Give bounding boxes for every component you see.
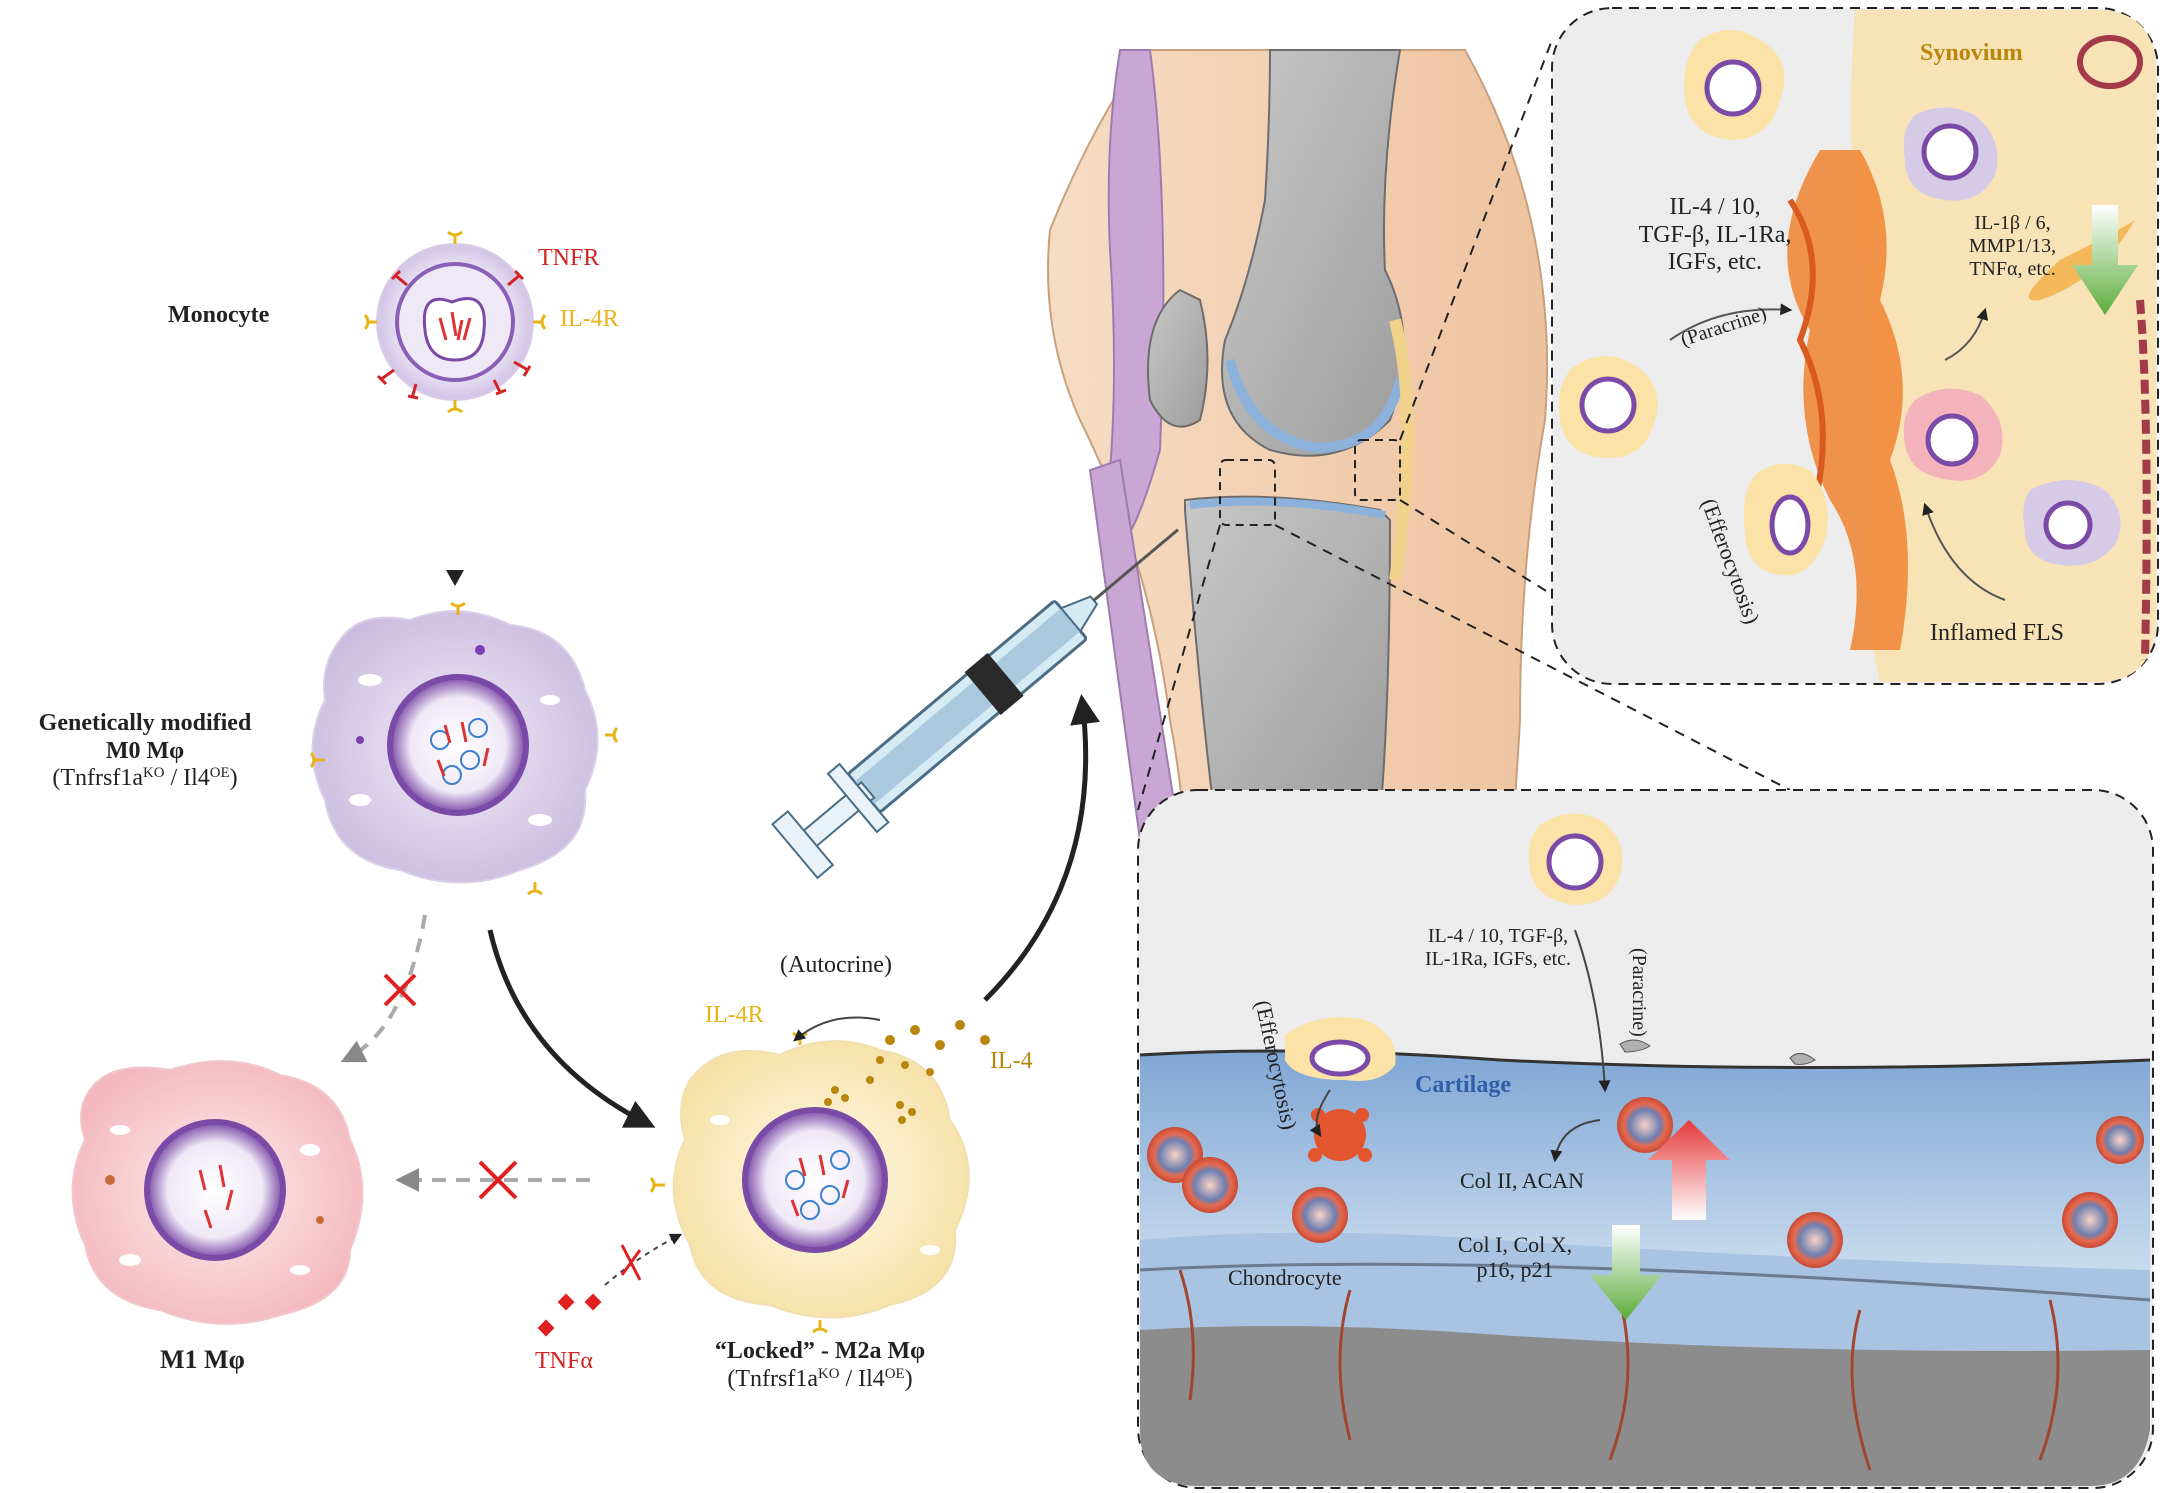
monocyte-label: Monocyte (168, 302, 270, 328)
il4r-label: IL-4R (560, 306, 619, 332)
il4r-receptors (363, 230, 547, 414)
m1-label: M1 Mφ (160, 1345, 245, 1374)
il4-label: IL-4 (990, 1048, 1033, 1074)
synovium-pro-inflammatory-factors: IL-1β / 6, MMP1/13, TNFα, etc. (1968, 212, 2057, 280)
cartilage-paracrine-arrow (1574, 929, 1611, 1093)
cartilage-paracrine-label: (Paracrine) (1628, 948, 1650, 1037)
cartilage-factors: IL-4 / 10, TGF-β, IL-1Ra, IGFs, etc. (1424, 925, 1572, 970)
tnfa-cross (620, 1244, 642, 1281)
col-ii-arrow (1550, 1119, 1601, 1163)
m2a-label: “Locked” - M2a Mφ (Tnfrsf1aKO / Il4OE) (714, 1338, 926, 1392)
synovium-down-arrow (2072, 205, 2138, 315)
synovium-paracrine-arrow (1669, 303, 1793, 341)
cartilage-title: Cartilage (1415, 1072, 1511, 1098)
m0-il4r-receptors (309, 601, 619, 896)
tnfr-label: TNFR (538, 245, 600, 271)
apoptotic-cell (1308, 1108, 1372, 1162)
autocrine-arrow (793, 1016, 881, 1042)
synovium-m0-cell (1903, 107, 1998, 201)
cartilage-zoom-box (1219, 459, 1276, 526)
downregulated-markers: Col I, Col X, p16, p21 (1457, 1232, 1573, 1283)
cross-mark (383, 973, 417, 1007)
synovium-m1-cell (1903, 388, 2003, 481)
synovium-m0-cell-2 (2023, 480, 2121, 566)
efferocytosis-m2a-cell (1285, 1017, 1396, 1081)
efferocytosis-arrow (1309, 1089, 1331, 1137)
upregulated-markers: Col II, ACAN (1460, 1168, 1585, 1193)
il4-particles (866, 1020, 990, 1084)
monocyte-cell (376, 243, 534, 401)
m2a-macrophage-cell (672, 1040, 970, 1319)
tnfa-molecules (537, 1293, 602, 1337)
m0-label: Genetically modified M0 Mφ (Tnfrsf1aKO /… (38, 710, 252, 792)
synovium-panel (1551, 7, 2159, 685)
synovium-title: Synovium (1920, 40, 2023, 66)
pro-inflammatory-arrow (1944, 307, 1989, 361)
fls-pointer-arrow (1922, 502, 2006, 601)
inflamed-fls-label: Inflamed FLS (1930, 620, 2064, 646)
autocrine-label: (Autocrine) (780, 952, 892, 978)
polarization-arrow (487, 929, 656, 1128)
chondrocyte-label: Chondrocyte (1228, 1265, 1342, 1290)
tnfa-blocked-arrow (604, 1233, 683, 1286)
synovium-anti-inflammatory-factors: IL-4 / 10, TGF-β, IL-1Ra, IGFs, etc. (1638, 194, 1792, 276)
m0-macrophage-cell (311, 610, 599, 884)
synovium-m2a-cell-1 (1684, 30, 1785, 140)
synovium-zoom-box (1354, 439, 1401, 501)
cartilage-m2a-cell (1528, 813, 1623, 905)
cross-mark-2 (478, 1160, 518, 1200)
chondrocyte-cells (1147, 1097, 2144, 1268)
injection-arrow (983, 694, 1100, 1002)
m2a-il4r-label: IL-4R (705, 1002, 764, 1028)
downregulation-arrow (1590, 1225, 1662, 1320)
upregulation-arrow (1648, 1120, 1730, 1220)
blocked-m1-arrow (340, 914, 427, 1063)
tnfa-label: TNFα (535, 1348, 593, 1374)
m1-macrophage-cell (71, 1060, 364, 1325)
synovium-m2a-cell-3 (1743, 463, 1828, 576)
synovium-m2a-cell-2 (1558, 356, 1658, 459)
tnfr-receptors (376, 269, 532, 400)
syringe (771, 528, 1179, 880)
